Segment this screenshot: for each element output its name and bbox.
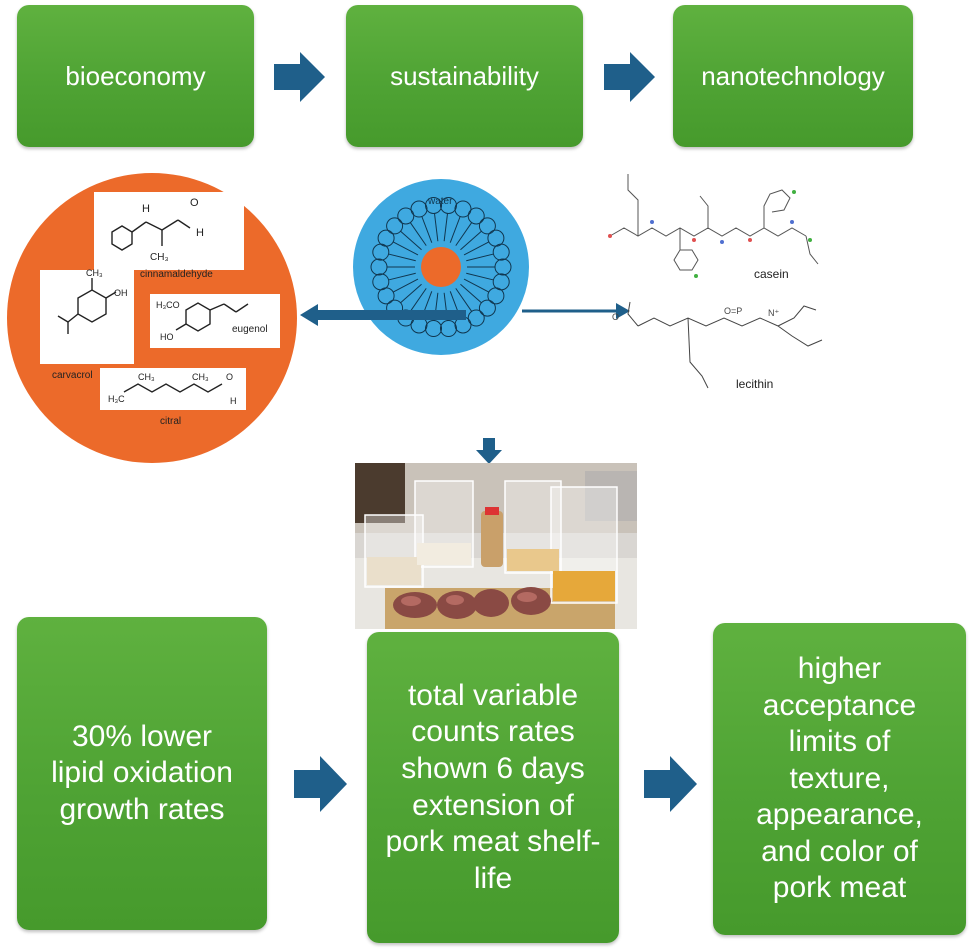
lipid-oxidation-box: 30% lower lipid oxidation growth rates [17, 617, 267, 930]
sustainability-box: sustainability [346, 5, 583, 147]
svg-text:N⁺: N⁺ [768, 308, 779, 318]
citral-label: citral [160, 416, 181, 427]
surfactant-head [467, 207, 485, 225]
surfactant-tail [392, 278, 419, 293]
right-arrow-icon [644, 756, 697, 812]
beakers-and-pork-photo [355, 463, 637, 629]
down-arrow-icon [476, 438, 502, 464]
surfactant-head [439, 320, 457, 338]
shelf-life-text: total variable counts rates shown 6 days… [385, 678, 601, 895]
surfactant-head [467, 309, 485, 327]
surfactant-tail [392, 241, 419, 256]
surfactant-tail [466, 253, 494, 262]
surfactant-tail [400, 283, 422, 304]
surfactant-head [478, 217, 496, 235]
surfactant-tail [455, 288, 473, 312]
lecithin-label: lecithin [736, 377, 773, 391]
right-arrow-icon [274, 52, 325, 102]
surfactant-tail [400, 230, 422, 251]
svg-text:H: H [230, 396, 237, 406]
svg-text:CH₃: CH₃ [86, 268, 103, 278]
shelf-life-box: total variable counts rates shown 6 days… [367, 632, 619, 943]
cinnamaldehyde-label: cinnamaldehyde [140, 269, 213, 280]
svg-text:H: H [142, 203, 150, 215]
surfactant-head [478, 299, 496, 317]
svg-text:OH: OH [114, 288, 128, 298]
nanotechnology-box: nanotechnology [673, 5, 913, 147]
emulsifiers-structures: casein O O=P N⁺ lecithin [608, 174, 823, 391]
surfactant-tail [388, 272, 416, 281]
eugenol-label: eugenol [232, 324, 268, 335]
svg-text:O: O [612, 312, 619, 322]
right-arrow-icon [294, 756, 347, 812]
svg-text:CH₃: CH₃ [192, 372, 209, 382]
surfactant-tail [463, 278, 490, 293]
right-arrow-icon [522, 303, 630, 319]
surfactant-tail [388, 253, 416, 262]
surfactant-head [487, 287, 505, 305]
svg-text:O: O [190, 197, 199, 209]
svg-text:H: H [196, 227, 204, 239]
surfactant-tail [463, 241, 490, 256]
surfactant-head [439, 196, 457, 214]
surfactant-head [425, 320, 443, 338]
surfactant-tail [409, 222, 427, 246]
svg-text:HO: HO [160, 332, 174, 342]
right-arrow-icon [604, 52, 655, 102]
surfactant-tail [443, 213, 449, 242]
surfactant-tail [421, 216, 433, 243]
surfactant-head [386, 217, 404, 235]
surfactant-tail [433, 213, 439, 242]
surfactant-tail [455, 222, 473, 246]
surfactant-head [454, 200, 472, 218]
left-arrow-icon [300, 304, 466, 326]
casein-label: casein [754, 267, 789, 281]
surfactant-head [397, 207, 415, 225]
surfactant-head [425, 196, 443, 214]
lipid-oxidation-text: 30% lower lipid oxidation growth rates [51, 719, 233, 826]
surfactant-head [492, 243, 510, 261]
surfactant-tail [460, 283, 482, 304]
acceptance-text: higher acceptance limits of texture, app… [756, 651, 923, 905]
nanotechnology-label: nanotechnology [701, 60, 885, 91]
surfactant-tail [466, 272, 494, 281]
bioeconomy-box: bioeconomy [17, 5, 254, 147]
micelle-diagram: water [353, 179, 529, 355]
svg-text:O=P: O=P [724, 306, 742, 316]
surfactant-tail [449, 216, 461, 243]
surfactant-head [410, 200, 428, 218]
essential-oils-circle: H O H CH₃ cinnamaldehyde CH₃ OH carvacro… [7, 173, 297, 463]
carvacrol-label: carvacrol [52, 370, 93, 381]
acceptance-box: higher acceptance limits of texture, app… [713, 623, 966, 935]
svg-text:H₃C: H₃C [108, 394, 125, 404]
svg-text:O: O [226, 372, 233, 382]
sustainability-label: sustainability [390, 60, 539, 91]
surfactant-head [372, 273, 390, 291]
bioeconomy-label: bioeconomy [65, 60, 206, 91]
surfactant-tail [409, 288, 427, 312]
svg-text:CH₃: CH₃ [150, 252, 169, 263]
svg-text:H₃CO: H₃CO [156, 300, 180, 310]
svg-text:CH₃: CH₃ [138, 372, 155, 382]
surfactant-tail [460, 230, 482, 251]
surfactant-head [377, 229, 395, 247]
